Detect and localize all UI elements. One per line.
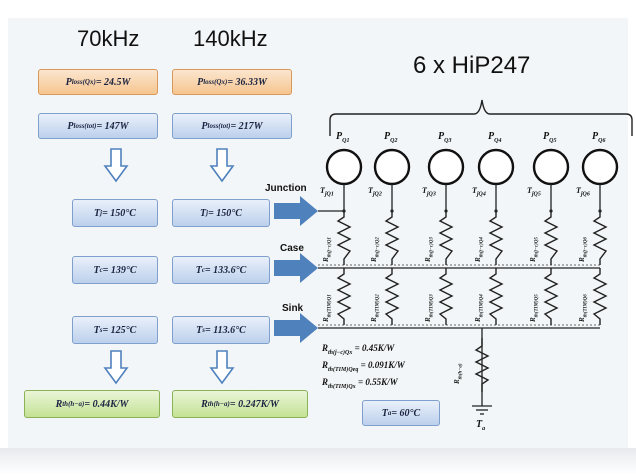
header-devices: 6 x HiP247 (413, 52, 531, 79)
device-pq-label: PQ5 (543, 131, 557, 144)
device-rjc-label: Rth(j−c)Q1 (322, 237, 333, 262)
device-tj-label: TjQ5 (527, 186, 541, 198)
panel-shadow (0, 448, 636, 475)
node-label-sink: Sink (282, 303, 304, 314)
resistor-rtim-6 (592, 268, 608, 325)
device-rtim-label: Rth(TIM)Q6 (578, 294, 589, 322)
legend-rth-tim-eq: Rth(TIM)Qeq = 0.091K/W (322, 360, 405, 373)
resistor-rjc-5 (543, 211, 559, 265)
legend-rth-tim: Rth(TIM)Qx = 0.55K/W (322, 377, 398, 390)
down-arrow-icon (103, 148, 129, 385)
device-rtim-label: Rth(TIM)Q2 (370, 294, 381, 322)
device-pq-label: PQ4 (488, 131, 502, 144)
resistor-rjc-6 (592, 211, 608, 265)
device-tj-label: TjQ6 (576, 186, 590, 198)
device-circle-5 (532, 148, 570, 186)
device-group (325, 148, 619, 325)
resistor-rjc-1 (336, 211, 352, 265)
down-arrow-icon (209, 148, 235, 385)
device-tj-label: TjQ3 (422, 186, 436, 198)
device-circle-6 (581, 148, 619, 186)
device-circle-2 (373, 148, 411, 186)
resistor-rtim-3 (438, 268, 454, 325)
device-rjc-label: Rth(j−c)Q2 (370, 237, 381, 262)
resistor-rjc-2 (384, 211, 400, 265)
device-tj-label: TjQ4 (472, 186, 486, 198)
ground-label: Ta (476, 419, 486, 432)
device-rtim-label: Rth(TIM)Q4 (474, 294, 485, 322)
device-pq-label: PQ6 (592, 131, 606, 144)
resistor-rtim-2 (384, 268, 400, 325)
header-70khz: 70kHz (77, 26, 140, 51)
device-circle-3 (427, 148, 465, 186)
legend-rth-jc: Rth(j−c)Qx = 0.45K/W (322, 343, 395, 356)
device-rtim-label: Rth(TIM)Q5 (529, 294, 540, 322)
resistor-rth-ha (474, 338, 490, 392)
resistor-rtim-4 (488, 268, 504, 325)
device-circle-1 (325, 148, 363, 186)
device-rtim-label: Rth(TIM)Q1 (322, 294, 333, 322)
resistor-rjc-4 (488, 211, 504, 265)
rth-ha-label: Rth(h−a) (453, 363, 464, 384)
node-label-case: Case (280, 243, 304, 254)
device-pq-label: PQ3 (438, 131, 452, 144)
arrow-right-icon (274, 196, 318, 343)
device-rjc-label: Rth(j−c)Q5 (529, 237, 540, 262)
device-tj-label: TjQ1 (320, 186, 334, 198)
device-rjc-label: Rth(j−c)Q3 (424, 237, 435, 262)
device-pq-label: PQ1 (336, 131, 350, 144)
node-label-junction: Junction (265, 183, 307, 194)
device-rtim-label: Rth(TIM)Q3 (424, 294, 435, 322)
device-circle-4 (477, 148, 515, 186)
device-tj-label: TjQ2 (368, 186, 382, 198)
device-rjc-label: Rth(j−c)Q6 (578, 237, 589, 262)
device-rjc-label: Rth(j−c)Q4 (474, 237, 485, 262)
header-140khz: 140kHz (193, 26, 268, 51)
resistor-rtim-5 (543, 268, 559, 325)
device-pq-label: PQ2 (384, 131, 398, 144)
resistor-rtim-1 (336, 268, 352, 325)
device-brace (329, 99, 633, 136)
resistor-rjc-3 (438, 211, 454, 265)
